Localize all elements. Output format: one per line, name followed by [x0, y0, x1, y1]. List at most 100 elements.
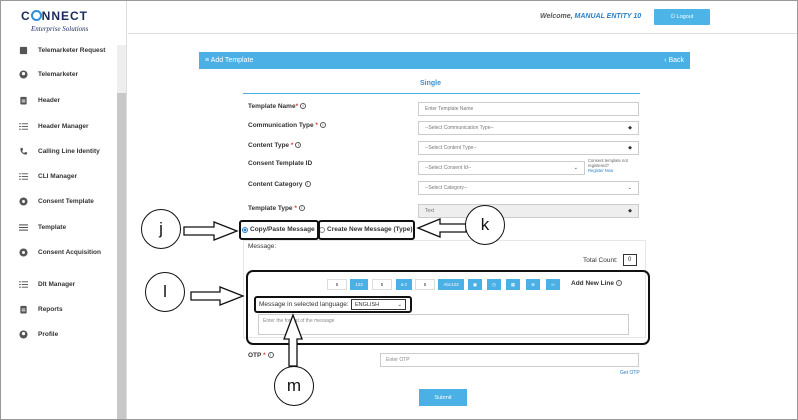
clipboard-icon [20, 305, 27, 314]
submit-button[interactable]: Submit [419, 389, 467, 406]
language-select[interactable]: ENGLISH⌄ [351, 299, 406, 310]
sort-caret-icon: ◆ [628, 208, 632, 214]
info-icon: i [267, 352, 274, 359]
toolbar-numeric-5[interactable]: 5 [327, 279, 347, 290]
toolbar-link[interactable]: ∞ [546, 279, 560, 290]
annotation-m: m [274, 366, 314, 406]
sidebar-item-calling-line-identity[interactable]: Calling Line Identity [19, 144, 100, 158]
back-link[interactable]: ‹ Back [664, 57, 684, 64]
sort-caret-icon: ◆ [628, 145, 632, 151]
tab-single[interactable]: Single [420, 80, 442, 87]
chevron-down-icon: ⌄ [627, 185, 632, 191]
content-category-select[interactable]: --Select Category--⌄ [418, 181, 639, 195]
info-icon: i [304, 181, 311, 188]
header-divider [128, 33, 797, 34]
sidebar-item-reports[interactable]: Reports [19, 302, 63, 316]
info-icon: i [295, 142, 302, 149]
sidebar-item-telemarketer[interactable]: Telemarketer [19, 67, 78, 81]
list-icon [19, 280, 28, 288]
menu-icon: ≡ [205, 57, 211, 64]
communication-type-label: Communication Type *i [248, 122, 326, 129]
panel-title: ≡ Add Template [205, 57, 254, 64]
radio-copy-paste[interactable]: Copy/Paste Message [242, 226, 315, 233]
toolbar-globe[interactable]: ⊕ [526, 279, 540, 290]
template-type-select[interactable]: Text◆ [418, 204, 639, 218]
content-type-label: Content Type *i [248, 142, 302, 149]
highlight-create-new [318, 220, 415, 240]
check-square-icon [19, 46, 28, 54]
sidebar-scrollbar-thumb[interactable] [117, 93, 126, 419]
tab-underline [243, 93, 640, 94]
globe-icon: ⊕ [531, 281, 535, 287]
list-icon [19, 122, 28, 130]
communication-type-select[interactable]: --Select Communication Type--◆ [418, 121, 639, 135]
total-count: Total Count:0 [583, 254, 637, 266]
logout-button[interactable]: ⏻ Logout [654, 9, 710, 25]
toolbar-alpha-5[interactable]: 5 [372, 279, 392, 290]
chevron-left-icon: ‹ [664, 57, 669, 64]
calendar-icon: ▣ [472, 281, 478, 287]
info-icon: i [300, 103, 307, 110]
chevron-down-icon: ⌄ [397, 301, 402, 308]
consent-note: Consent template not registered?Register… [588, 158, 628, 173]
sidebar-item-header-manager[interactable]: Header Manager [19, 119, 89, 133]
toolbar-clock[interactable]: ◷ [487, 279, 501, 290]
info-icon: i [615, 280, 622, 287]
sidebar-item-template[interactable]: Template [19, 220, 66, 234]
annotation-l: l [145, 272, 185, 312]
highlight-message-editor [246, 270, 650, 345]
toolbar-alnum-5[interactable]: 5 [415, 279, 435, 290]
logo-ring-icon [30, 10, 42, 21]
sidebar-item-dlt-manager[interactable]: Dlt Manager [19, 277, 75, 291]
template-type-label: Template Type *i [248, 205, 305, 212]
sidebar-item-consent-template[interactable]: Consent Template [19, 194, 94, 208]
logo-tagline: Enterprise Solutions [31, 25, 89, 33]
annotation-k: k [465, 205, 505, 245]
template-name-label: Template Name*i [248, 103, 307, 110]
total-count-value: 0 [622, 254, 637, 266]
sidebar-item-profile[interactable]: Profile [19, 327, 58, 341]
link-icon: ∞ [551, 282, 555, 287]
power-icon: ⏻ [670, 13, 677, 20]
gear-icon [19, 247, 28, 257]
language-label: Message in selected language: [259, 301, 349, 308]
toolbar-abc123[interactable]: Abc123 [438, 279, 464, 290]
otp-label: OTP *i [248, 352, 274, 359]
toolbar-a-z[interactable]: a-z [396, 279, 412, 290]
otp-input[interactable]: Enter OTP [380, 353, 639, 367]
toolbar-grid[interactable]: ▦ [506, 279, 520, 290]
phone-icon [20, 147, 28, 155]
info-icon: i [298, 205, 305, 212]
consent-template-id-select[interactable]: --Select Consent Id--⌄ [418, 161, 585, 175]
content-type-select[interactable]: --Select Content Type--◆ [418, 141, 639, 155]
highlight-copy-paste [239, 220, 319, 240]
highlight-language-select [254, 296, 412, 313]
gear-icon [19, 196, 28, 206]
radio-selected-icon [242, 226, 248, 233]
user-name: MANUAL ENTITY 10 [574, 13, 642, 20]
sort-caret-icon: ◆ [628, 125, 632, 131]
template-name-input[interactable]: Enter Template Name [418, 102, 639, 116]
user-icon [19, 329, 28, 339]
panel-header: ≡ Add Template ‹ Back [199, 52, 690, 69]
sidebar-item-consent-acquisition[interactable]: Consent Acquisition [19, 245, 101, 259]
toolbar-calendar[interactable]: ▣ [468, 279, 482, 290]
message-label: Message: [248, 243, 277, 250]
get-otp-link[interactable]: Get OTP [620, 370, 640, 376]
register-now-link[interactable]: Register Now [588, 168, 614, 173]
clipboard-icon [20, 96, 27, 105]
chevron-down-icon: ⌄ [573, 165, 578, 171]
welcome-text: Welcome, MANUAL ENTITY 10 [540, 13, 642, 20]
list-icon [19, 172, 28, 180]
toolbar-123[interactable]: 123 [350, 279, 368, 290]
grid-icon: ▦ [510, 281, 516, 287]
sidebar-item-cli-manager[interactable]: CLI Manager [19, 169, 77, 183]
sidebar-item-header[interactable]: Header [19, 93, 60, 107]
sidebar-item-telemarketer-request[interactable]: Telemarketer Request [19, 43, 105, 57]
user-icon [19, 69, 28, 79]
